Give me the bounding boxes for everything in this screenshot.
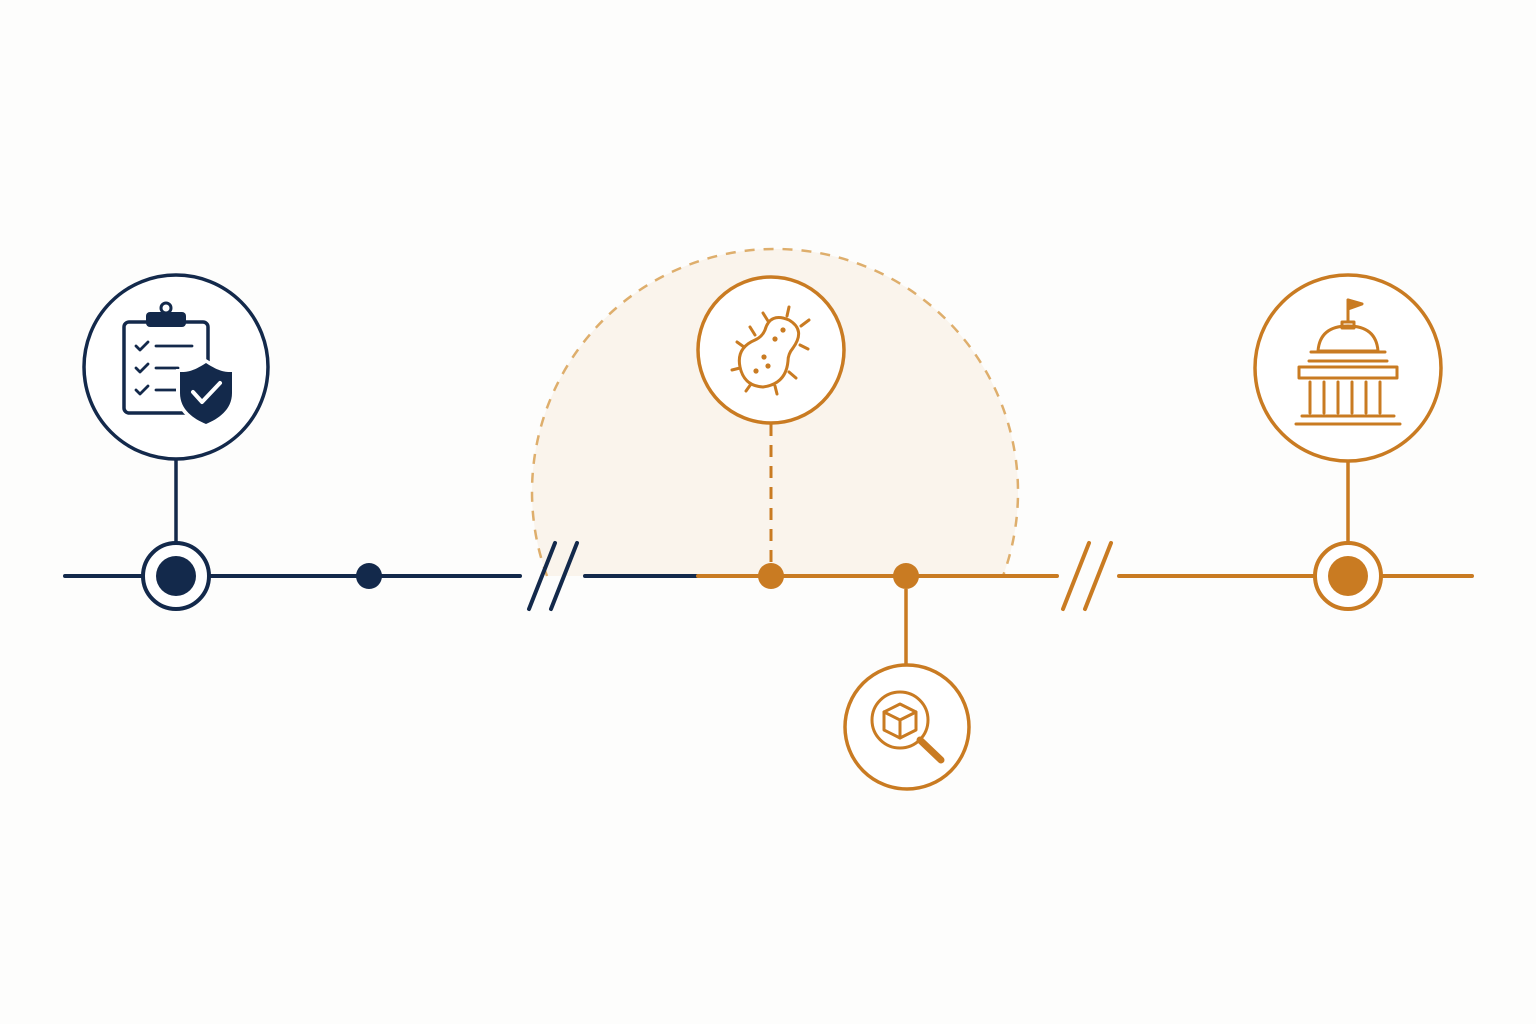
compliance-node-dot (156, 556, 196, 596)
axis-break-amber (1061, 541, 1113, 611)
government-node-dot (1328, 556, 1368, 596)
pathogen-icon-badge (696, 275, 846, 425)
highlight-dashed-arc (530, 247, 1020, 577)
navy-waypoint (356, 563, 382, 589)
inspection-icon-badge (843, 663, 971, 791)
axis-break-navy (527, 541, 579, 611)
package-search-icon (870, 690, 945, 764)
inspection-milestone (843, 563, 971, 791)
inspection-node-dot (893, 563, 919, 589)
compliance-milestone (82, 273, 270, 611)
government-milestone (1253, 273, 1443, 611)
clipboard-shield-icon (122, 301, 236, 428)
pathogen-milestone (696, 275, 846, 589)
capitol-building-icon (1294, 298, 1402, 426)
bacteria-icon (730, 305, 811, 396)
pathogen-node-dot (758, 563, 784, 589)
